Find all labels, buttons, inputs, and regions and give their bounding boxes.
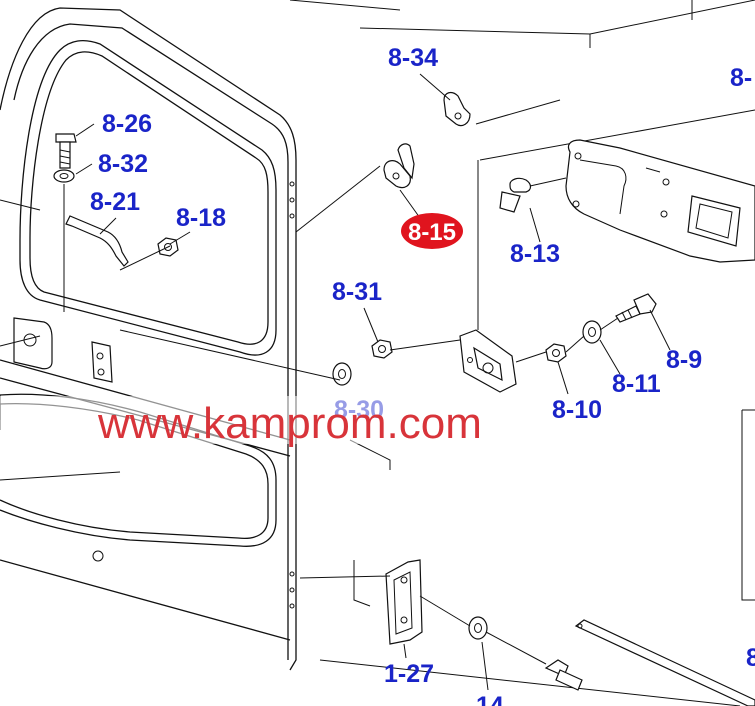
watermark-backdrop: [0, 396, 540, 444]
highlight-badge: [401, 213, 463, 249]
label-1-27[interactable]: 1-27: [384, 660, 434, 688]
label-8-10[interactable]: 8-10: [552, 396, 602, 424]
label-8-18[interactable]: 8-18: [176, 204, 226, 232]
grab-handle-8-21: [65, 215, 129, 267]
label-8-15[interactable]: 8-15: [408, 219, 456, 246]
label-8-top-right[interactable]: 8-: [730, 64, 752, 92]
hinge-1-27: [385, 559, 423, 645]
armrest-bracket: [565, 139, 755, 263]
label-8-11[interactable]: 8-11: [612, 370, 661, 398]
nut-8-31: [371, 339, 393, 359]
washer-14: [468, 616, 488, 640]
clip-8-34: [443, 91, 471, 127]
label-8-26[interactable]: 8-26: [102, 110, 152, 138]
washer-8-11: [582, 320, 602, 344]
label-8-21[interactable]: 8-21: [90, 188, 140, 216]
striker-plate: [459, 329, 517, 393]
cab-panel-outline: [289, 0, 755, 706]
label-8-34[interactable]: 8-34: [388, 44, 438, 72]
washer-8-30: [332, 362, 352, 386]
push-rivet-8-13: [499, 177, 532, 213]
bolt-bottom: [544, 659, 583, 691]
label-8-32[interactable]: 8-32: [98, 150, 148, 178]
label-8-9[interactable]: 8-9: [666, 346, 702, 374]
spring-clip-8-15: [383, 143, 415, 189]
highlighted-part-8-15[interactable]: 8-15: [401, 213, 463, 249]
washer-8-32: [53, 169, 75, 312]
nut-8-10: [545, 343, 567, 363]
bolt-8-26: [55, 133, 77, 169]
watermark-text: www.kamprom.com: [97, 399, 482, 448]
assembly-lines: [75, 73, 671, 691]
label-8-31[interactable]: 8-31: [332, 278, 382, 306]
bolt-8-9: [615, 293, 657, 323]
label-8-bottom-right[interactable]: 8: [746, 644, 755, 672]
door-rod: [574, 619, 755, 706]
label-14[interactable]: 14: [476, 692, 504, 706]
door-frame: [0, 7, 297, 671]
label-8-13[interactable]: 8-13: [510, 240, 560, 268]
